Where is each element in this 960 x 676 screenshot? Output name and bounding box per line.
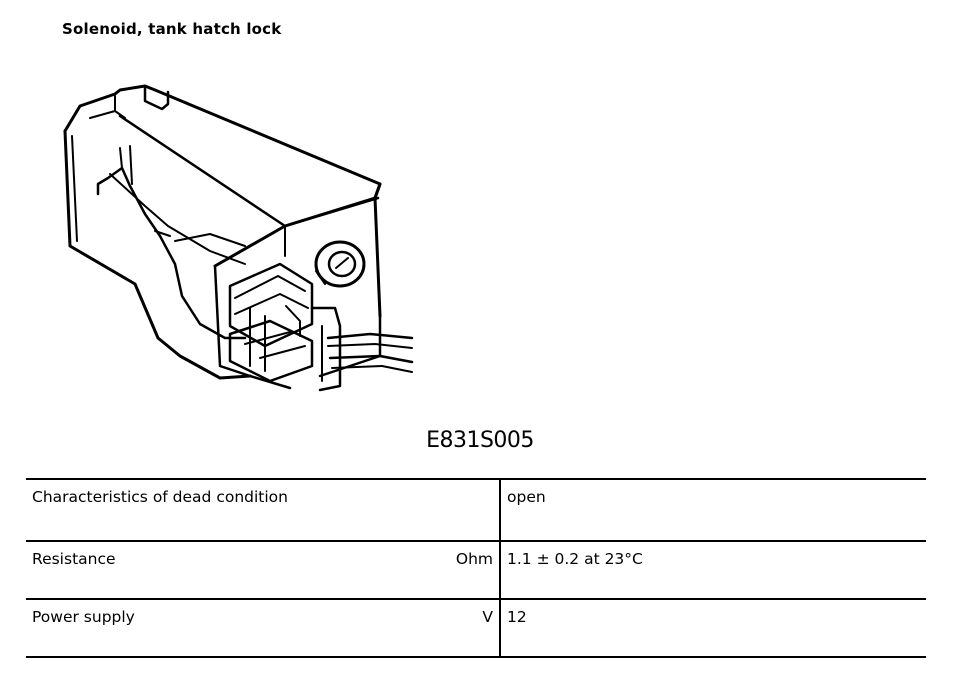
page-title: Solenoid, tank hatch lock: [62, 20, 282, 38]
table-row: Characteristics of dead condition open: [26, 478, 926, 541]
parameter-label: Resistance: [32, 550, 116, 568]
value-cell: open: [499, 478, 926, 541]
unit-label: V: [482, 608, 493, 626]
parameter-cell: Resistance Ohm: [26, 540, 500, 599]
parameter-label: Characteristics of dead condition: [32, 488, 288, 506]
parameter-cell: Power supply V: [26, 598, 500, 658]
table-row: Power supply V 12: [26, 598, 926, 658]
solenoid-illustration: [63, 84, 414, 392]
value-cell: 12: [499, 598, 926, 658]
spec-table: Characteristics of dead condition open R…: [26, 478, 926, 658]
parameter-label: Power supply: [32, 608, 135, 626]
value-cell: 1.1 ± 0.2 at 23°C: [499, 540, 926, 599]
figure-code: E831S005: [426, 428, 534, 453]
unit-label: Ohm: [455, 550, 493, 568]
table-row: Resistance Ohm 1.1 ± 0.2 at 23°C: [26, 540, 926, 599]
parameter-cell: Characteristics of dead condition: [26, 478, 500, 541]
